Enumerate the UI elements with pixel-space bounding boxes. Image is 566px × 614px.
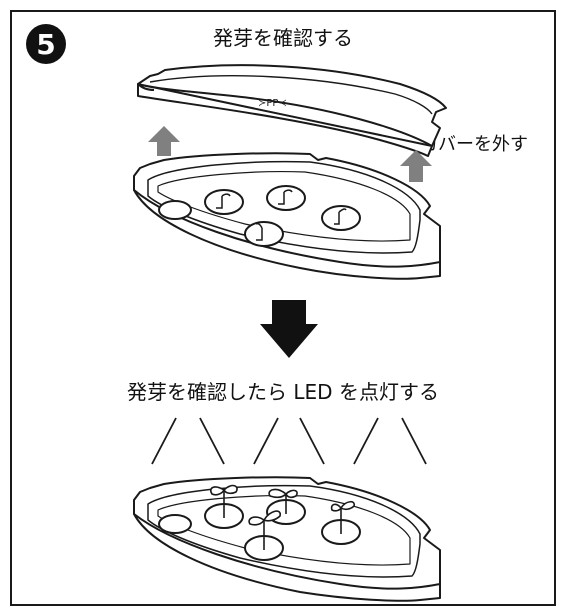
step-number: 5 <box>36 27 56 61</box>
cover-logo-mark: ≻PP≺ <box>258 98 287 109</box>
next-step-arrow-icon <box>260 300 318 358</box>
sprout-marks <box>216 189 347 241</box>
step-number-badge: 5 <box>26 24 66 64</box>
tray-before-cells <box>158 185 361 247</box>
grown-sprouts <box>209 484 356 550</box>
seed-cell <box>204 189 244 215</box>
led-instruction-label: 発芽を確認したら LED を点灯する <box>127 380 439 404</box>
remove-cover-label: カバーを外す <box>420 134 528 155</box>
water-hole <box>158 514 192 534</box>
lift-arrow-icon <box>148 126 180 156</box>
step-title: 発芽を確認する <box>213 26 353 50</box>
tray-cover <box>137 64 447 157</box>
seed-cell <box>244 221 284 247</box>
led-light-rays <box>151 417 427 465</box>
lift-arrow-icon-right <box>400 150 432 182</box>
water-hole <box>158 200 192 220</box>
seed-cell <box>321 205 361 231</box>
seed-cell <box>266 185 306 211</box>
